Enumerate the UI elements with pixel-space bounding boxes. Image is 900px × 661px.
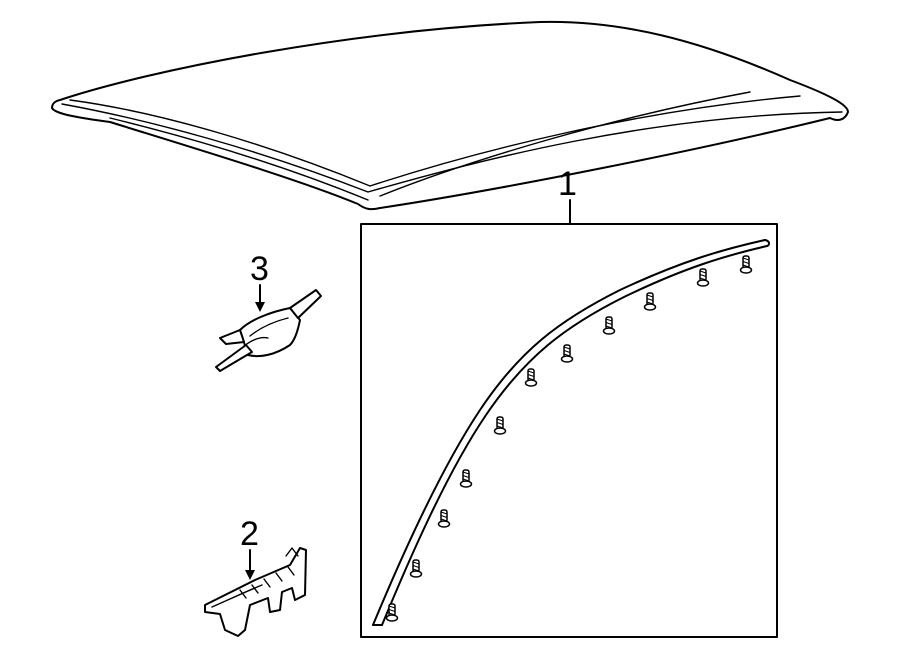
part-1-box (360, 223, 778, 638)
screw-icon (643, 292, 657, 311)
part-2-retainer (204, 547, 307, 637)
screw-icon (493, 416, 507, 435)
callout-2-arrowhead (245, 570, 255, 580)
callout-3-label: 3 (250, 250, 269, 288)
screw-icon (385, 603, 399, 622)
screw-icon (696, 268, 710, 287)
callout-1-label: 1 (558, 165, 577, 203)
screw-icon (560, 344, 574, 363)
screw-icon (409, 559, 423, 578)
roof-panel (51, 20, 849, 211)
screw-icon (437, 509, 451, 528)
part-3-clip (215, 289, 322, 372)
callout-2-label: 2 (240, 515, 259, 553)
screw-icon (524, 368, 538, 387)
callout-3-arrowhead (255, 302, 265, 312)
screw-group (385, 255, 753, 622)
screw-icon (459, 469, 473, 488)
screw-icon (602, 316, 616, 335)
drip-molding (372, 239, 771, 626)
screw-icon (739, 255, 753, 274)
